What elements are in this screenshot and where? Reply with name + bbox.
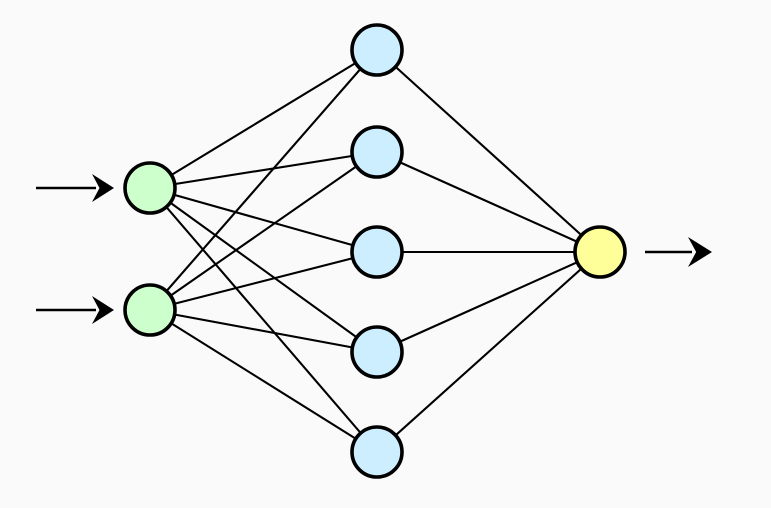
hidden-layer (350, 23, 404, 479)
nodes-group (123, 23, 627, 479)
node-i2[interactable] (123, 283, 177, 337)
node-h2[interactable] (350, 125, 404, 179)
node-h4[interactable] (350, 325, 404, 379)
input-arrow-1-head (92, 174, 114, 202)
arrows-group (36, 174, 712, 324)
edge-h2-to-o1 (376, 151, 601, 253)
edge-i1-to-h4 (149, 187, 378, 353)
edge-i1-to-h2 (149, 150, 378, 190)
edge-i1-to-h1 (149, 49, 378, 189)
input-layer (123, 161, 177, 337)
node-h1[interactable] (350, 23, 404, 77)
edge-h4-to-o1 (376, 251, 601, 353)
edge-i2-to-h1 (149, 49, 378, 311)
edge-i2-to-h4 (149, 308, 378, 354)
node-h3[interactable] (350, 225, 404, 279)
node-i1[interactable] (123, 161, 177, 215)
edge-h5-to-o1 (376, 251, 601, 453)
edge-h1-to-o1 (376, 49, 601, 253)
input-arrow-2-head (92, 296, 114, 324)
edge-i1-to-h3 (149, 186, 378, 254)
output-arrow-1 (645, 237, 712, 267)
output-layer (573, 225, 627, 279)
node-h5[interactable] (350, 425, 404, 479)
edges-group (149, 49, 601, 453)
input-arrow-1 (36, 174, 114, 202)
output-arrow-1-head (688, 237, 712, 267)
node-o1[interactable] (573, 225, 627, 279)
edge-i2-to-h5 (149, 309, 378, 453)
input-arrow-2 (36, 296, 114, 324)
edge-i2-to-h2 (149, 151, 378, 311)
edge-i2-to-h3 (149, 250, 378, 312)
edge-i1-to-h5 (149, 187, 378, 453)
